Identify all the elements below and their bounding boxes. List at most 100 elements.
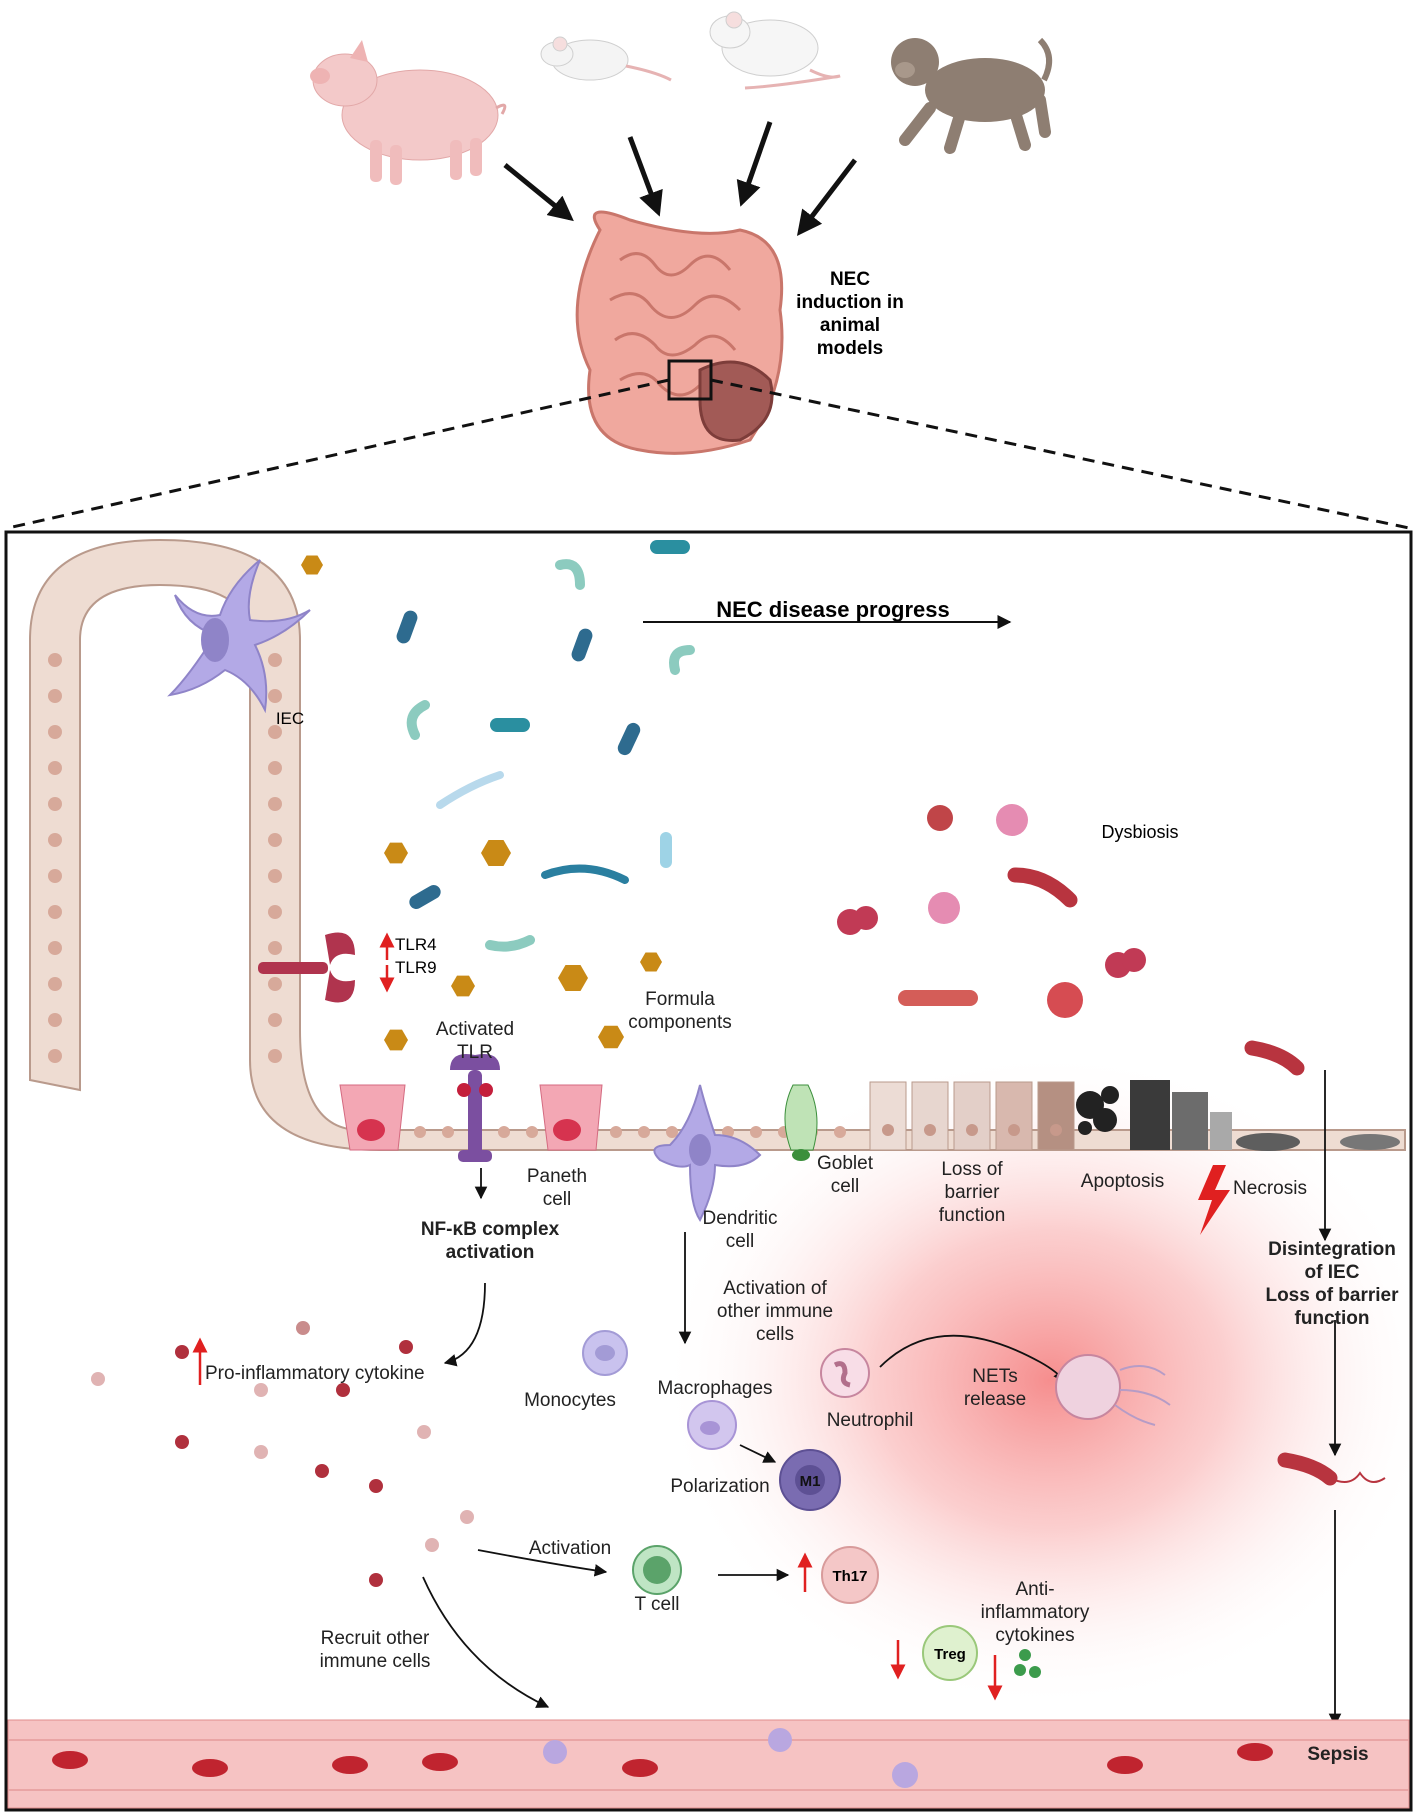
epithelial-nucleus bbox=[48, 1013, 62, 1027]
epithelial-nucleus bbox=[268, 941, 282, 955]
epithelial-nucleus bbox=[48, 869, 62, 883]
formula-hexagon bbox=[301, 555, 323, 575]
epithelial-nucleus bbox=[48, 725, 62, 739]
necrotic-cell-2 bbox=[1172, 1092, 1208, 1150]
cytokine-dot bbox=[417, 1425, 431, 1439]
tlr9-label: TLR9 bbox=[395, 958, 437, 977]
disintegration-label: Disintegration of IEC Loss of barrier fu… bbox=[1265, 1239, 1399, 1329]
cytokine-dot bbox=[254, 1383, 268, 1397]
tlr4-label: TLR4 bbox=[395, 935, 437, 954]
cytokine-dot bbox=[460, 1510, 474, 1524]
nets-release-label: NETs release bbox=[963, 1366, 1027, 1410]
activated-tlr-label: Activated TLR bbox=[435, 1019, 515, 1063]
nec-induction-line-4: models bbox=[817, 338, 884, 359]
epithelial-nucleus bbox=[48, 905, 62, 919]
red-blood-cell bbox=[332, 1756, 368, 1774]
epithelial-nucleus bbox=[268, 725, 282, 739]
barrier-cell-nucleus bbox=[966, 1124, 978, 1136]
monocyte-icon bbox=[582, 1330, 628, 1376]
formula-hexagon bbox=[384, 1029, 408, 1051]
loss-of-barrier-cells bbox=[869, 1081, 1075, 1151]
cytokine-dot bbox=[175, 1345, 189, 1359]
tlr-receptor-icon bbox=[258, 932, 355, 1003]
barrier-cell-nucleus bbox=[882, 1124, 894, 1136]
necrotic-cell-5 bbox=[1340, 1134, 1400, 1150]
epithelial-nucleus bbox=[268, 653, 282, 667]
cytokine-dot bbox=[296, 1321, 310, 1335]
red-blood-cell bbox=[1237, 1743, 1273, 1761]
animal-arrows bbox=[503, 121, 857, 236]
polarization-label: Polarization bbox=[670, 1476, 770, 1497]
nec-induction-line-2: induction in bbox=[796, 292, 904, 313]
activation-other-label: Activation of other immune cells bbox=[716, 1278, 834, 1345]
nec-induction-line-3: animal bbox=[820, 315, 880, 336]
monocytes-label: Monocytes bbox=[524, 1390, 616, 1411]
epithelial-nucleus bbox=[750, 1126, 762, 1138]
dendritic-cell-icon bbox=[167, 559, 311, 714]
apoptosis-label: Apoptosis bbox=[1080, 1171, 1165, 1192]
epithelial-nucleus bbox=[48, 941, 62, 955]
epithelial-nucleus bbox=[268, 905, 282, 919]
barrier-cell bbox=[911, 1081, 949, 1151]
mouse-icon bbox=[540, 36, 672, 82]
m1-macrophage-icon bbox=[779, 1449, 841, 1511]
cytokine-dot bbox=[175, 1435, 189, 1449]
formula-components-label: Formula components bbox=[628, 989, 732, 1033]
cytokine-dot bbox=[369, 1573, 383, 1587]
nets-neutrophil-icon bbox=[1055, 1354, 1171, 1426]
barrier-cell bbox=[953, 1081, 991, 1151]
anti-inflammatory-label: Anti- inflammatory cytokines bbox=[980, 1579, 1090, 1646]
treg-label: Treg bbox=[934, 1646, 966, 1663]
pig-icon bbox=[310, 40, 507, 185]
barrier-cell-nucleus bbox=[1008, 1124, 1020, 1136]
apoptosis-cell bbox=[1076, 1086, 1119, 1135]
activated-tlr-receptor bbox=[450, 1054, 500, 1162]
barrier-cell-nucleus bbox=[924, 1124, 936, 1136]
epithelial-nucleus bbox=[268, 761, 282, 775]
paneth-cell-label: Paneth cell bbox=[526, 1166, 588, 1210]
cytokine-dots bbox=[91, 1321, 474, 1587]
monkey-icon bbox=[891, 37, 1053, 154]
cytokine-dot bbox=[399, 1340, 413, 1354]
neutrophil-label: Neutrophil bbox=[826, 1410, 914, 1431]
th17-label: Th17 bbox=[832, 1568, 867, 1585]
nec-induction-line-1: NEC bbox=[830, 269, 870, 290]
red-blood-cell bbox=[422, 1753, 458, 1771]
goblet-cell-label: Goblet cell bbox=[817, 1153, 873, 1197]
cytokine-dot bbox=[315, 1464, 329, 1478]
inflammation-glow bbox=[660, 1050, 1417, 1710]
epithelial-nucleus bbox=[834, 1126, 846, 1138]
dendritic-cell-label: Dendritic cell bbox=[702, 1208, 778, 1252]
cytokine-dot bbox=[91, 1372, 105, 1386]
rat-icon bbox=[709, 11, 841, 90]
cytokine-dot bbox=[336, 1383, 350, 1397]
epithelial-nucleus bbox=[638, 1126, 650, 1138]
paneth-cell-left bbox=[339, 1084, 406, 1151]
process-arrows bbox=[422, 1070, 1342, 1727]
red-blood-cell bbox=[1107, 1756, 1143, 1774]
activation-label: Activation bbox=[528, 1538, 612, 1559]
formula-hexagon bbox=[598, 1025, 624, 1049]
dendritic-cell-base bbox=[653, 1084, 762, 1222]
formula-hexagon bbox=[451, 975, 475, 997]
epithelial-nucleus bbox=[268, 833, 282, 847]
formula-hexagon bbox=[384, 842, 408, 864]
macrophages-label: Macrophages bbox=[657, 1378, 773, 1399]
necrotic-cell-4 bbox=[1236, 1133, 1300, 1151]
barrier-cell bbox=[869, 1081, 907, 1151]
epithelial-nucleus bbox=[268, 1013, 282, 1027]
nf-kb-label: NF-κB complex activation bbox=[420, 1219, 560, 1263]
epithelial-nucleus bbox=[666, 1126, 678, 1138]
bacteria-flagellum bbox=[1329, 1471, 1386, 1483]
formula-hexagon bbox=[481, 840, 511, 866]
blood-vessel bbox=[7, 1719, 1410, 1809]
cytokine-dot bbox=[425, 1538, 439, 1552]
macrophage-icon bbox=[687, 1400, 737, 1450]
zoom-lines bbox=[7, 378, 1410, 530]
barrier-cell bbox=[1037, 1081, 1075, 1151]
cytokine-dot bbox=[369, 1479, 383, 1493]
bacteria-icon bbox=[396, 540, 1305, 1076]
neutrophil-icon bbox=[820, 1348, 870, 1398]
epithelial-nucleus bbox=[268, 1049, 282, 1063]
